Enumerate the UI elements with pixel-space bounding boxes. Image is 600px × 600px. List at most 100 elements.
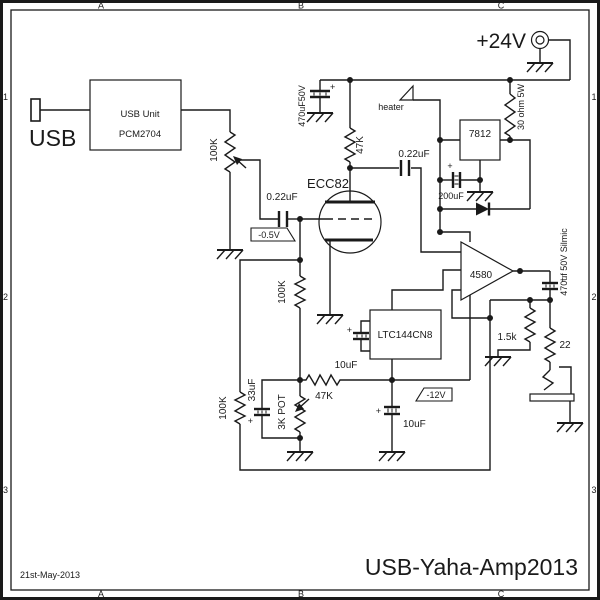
jack-body-icon: [529, 393, 575, 402]
opamp-vplus-wire: [440, 231, 471, 242]
trim-cap-polarity: +: [248, 416, 253, 426]
bias-resistor-value: 47K: [315, 391, 333, 402]
regulator-input-wire: [500, 139, 531, 209]
jack-tip-contact-icon: [541, 369, 555, 391]
silmic-cap-value: 470uf 50V Silmic: [559, 228, 569, 296]
usb-unit-chip: PCM2704: [119, 129, 161, 140]
ground-symbol: [466, 191, 494, 202]
neg-rail-flag-shape: [415, 387, 453, 402]
power-supply: +24V + 470uF50V 30 ohm 5W 7812 heater + …: [297, 30, 571, 232]
opamp-input-wire: [411, 167, 461, 253]
dc-jack-icon: [530, 30, 550, 50]
inverter-body: [369, 309, 442, 360]
grid-col-c-bottom: C: [498, 589, 505, 599]
grid-row-2-right: 2: [591, 292, 596, 302]
feedback-loop-wire: [239, 300, 491, 471]
grid-resistor-value: 100K: [277, 280, 288, 304]
anode-resistor-value: 47K: [355, 136, 366, 154]
drawing-date: 21st-May-2013: [20, 570, 80, 580]
neg-cap-value: 10uF: [403, 419, 426, 430]
neg-cap-polarity: +: [376, 406, 381, 416]
inverter-vplus-wire: [391, 269, 461, 310]
anode-cap-value: 0.22uF: [398, 149, 429, 160]
opamp-stage: 4580 + 470uf 50V Silmic 100K 1.5k 22: [218, 228, 584, 471]
twelve-volt-bus: [413, 99, 441, 232]
grid-col-a-top: A: [98, 1, 104, 11]
load-resistor: [523, 307, 537, 343]
drawing-title: USB-Yaha-Amp2013: [365, 554, 578, 580]
volume-wiper-arrow-icon: [233, 156, 242, 165]
feedback-resistor-value: 100K: [218, 396, 229, 420]
negative-rail: LTC144CN8 + 10uF 47K -12V + 10uF 3K POT …: [247, 269, 471, 462]
grid-row-1-left: 1: [3, 92, 8, 102]
jack-sleeve-contact-icon: [559, 366, 572, 394]
regulator-label: 7812: [469, 129, 492, 140]
usb-label: USB: [29, 125, 76, 151]
junction-dots: [297, 77, 553, 441]
input-cap-value: 0.22uF: [266, 192, 297, 203]
grid-col-a-bottom: A: [98, 589, 104, 599]
supply-wire: [548, 39, 571, 80]
inner-border: [10, 9, 590, 591]
load-resistor-value: 1.5k: [498, 332, 518, 343]
usb-plug-icon: [30, 98, 41, 122]
ground-symbol: [216, 249, 244, 260]
series-resistor-value: 22: [559, 340, 571, 351]
volume-pot-value: 100K: [209, 138, 220, 162]
dc-jack-pin-icon: [535, 35, 545, 45]
feedback-resistor: [233, 391, 247, 425]
grid-row-1-right: 1: [591, 92, 596, 102]
feedback-stub: [451, 289, 490, 319]
ground-symbol: [484, 356, 512, 367]
ground-symbol: [556, 422, 584, 433]
opamp-name: 4580: [470, 270, 493, 281]
cap-out-polarity: +: [447, 161, 452, 171]
tube-stage: 47K 0.22uF ECC82 100K: [277, 80, 461, 380]
ground-symbol: [526, 62, 554, 73]
dropper-resistor: [503, 93, 517, 137]
regulator-body: [459, 119, 501, 161]
grid-col-c-top: C: [498, 1, 505, 11]
grid-col-b-top: B: [298, 1, 304, 11]
grid-row-3-left: 3: [3, 485, 8, 495]
supply-voltage-label: +24V: [476, 30, 526, 53]
ground-symbol: [378, 451, 406, 462]
cap-out-value: 200uF: [438, 191, 464, 201]
series-resistor: [543, 327, 557, 363]
anode-resistor: [343, 127, 357, 163]
bias-flag-shape: [250, 227, 296, 242]
grid-col-b-bottom: B: [298, 589, 304, 599]
ground-symbol: [316, 314, 344, 325]
trim-cap-value: 33uF: [247, 379, 258, 402]
trim-pot-value: 3K POT: [277, 394, 288, 430]
diode-icon: [476, 202, 489, 216]
heater-label: heater: [378, 102, 404, 112]
inverter-chip: LTC144CN8: [378, 330, 433, 341]
trim-pot-resistor: [293, 395, 307, 433]
volume-pot-resistor: [223, 131, 237, 173]
heater-flag-icon: [398, 84, 414, 101]
opamp-triangle-icon: [460, 240, 515, 302]
bias-flag-label: -0.5V: [258, 230, 280, 240]
neg-rail-flag-label: -12V: [426, 390, 445, 400]
ground-symbol: [306, 112, 334, 123]
grid-row-3-right: 3: [591, 485, 596, 495]
bias-resistor: [300, 373, 392, 387]
cap-in-polarity: +: [330, 82, 335, 92]
grid-resistor: [293, 275, 307, 309]
silmic-cap-polarity: +: [560, 275, 565, 285]
fly-cap-polarity: +: [347, 325, 352, 335]
usb-unit-body: [89, 79, 182, 151]
cap-in-value: 470uF50V: [297, 85, 307, 127]
grid-row-2-left: 2: [3, 292, 8, 302]
tube-name: ECC82: [307, 176, 349, 191]
wiper-wire: [240, 159, 278, 220]
trim-pot-arrow-icon: [295, 403, 304, 412]
fly-cap-value: 10uF: [335, 360, 358, 371]
usb-input: USB USB Unit PCM2704 100K 0.22uF -0.5V: [29, 79, 300, 260]
usb-unit-name: USB Unit: [120, 109, 159, 120]
